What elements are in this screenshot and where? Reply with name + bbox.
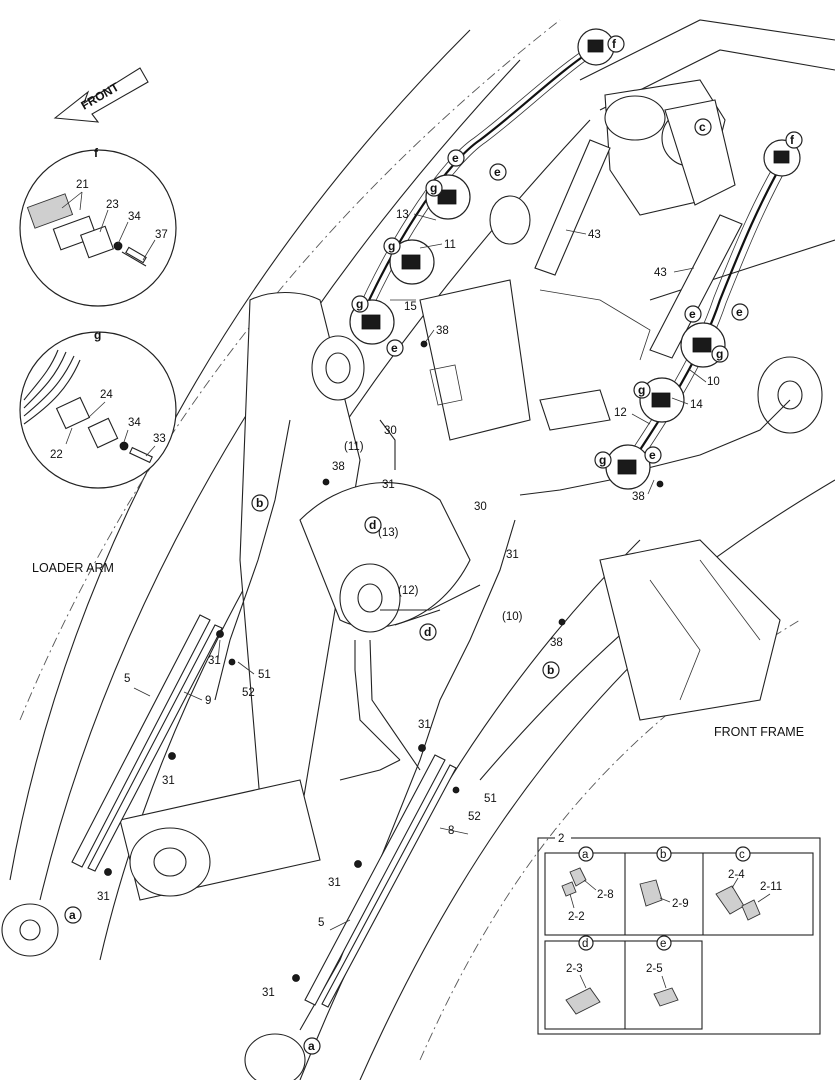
detail-f: f 21 23 34 37 [19, 146, 177, 307]
front-label: FRONT [79, 79, 122, 112]
callout-52-b: 52 [468, 811, 481, 823]
detail-g-part-22: 22 [50, 449, 63, 461]
hose-guards [71, 614, 457, 1008]
ref-e-1: e [452, 151, 459, 165]
callout-31-g: 31 [328, 877, 341, 889]
detail-f-title: f [94, 146, 99, 160]
front-frame-caption: FRONT FRAME [714, 725, 804, 739]
ref-f-right: f [790, 133, 795, 147]
front-direction-arrow: FRONT [53, 67, 149, 123]
ref-g-1: g [430, 181, 437, 195]
ref-b-2: b [547, 663, 554, 677]
fitting-cell-d-part-1: 2-3 [566, 963, 583, 975]
ref-a-1: a [69, 908, 76, 922]
fitting-cell-a-part-2: 2-2 [568, 911, 585, 923]
detail-f-part-34: 34 [128, 211, 141, 223]
reference-circles: f e e g g c f g e e e g g g e b d d b a … [64, 35, 803, 1055]
bolts [104, 340, 664, 982]
ref-g-2: g [388, 239, 395, 253]
ref-g-4: g [716, 347, 723, 361]
ref-d-1: d [369, 518, 376, 532]
callout-43-a: 43 [588, 229, 601, 241]
fitting-cell-d-key: d [582, 938, 588, 950]
callout-12-paren: (12) [398, 585, 419, 597]
callout-11: 11 [444, 239, 456, 251]
callout-31-b: 31 [506, 549, 519, 561]
callout-38-top: 38 [436, 325, 449, 337]
callout-31-f: 31 [418, 719, 431, 731]
callout-43-b: 43 [654, 267, 667, 279]
part-callouts: 13 11 15 38 43 43 10 14 12 38 (11) 30 38… [97, 209, 720, 999]
callout-5-b: 5 [318, 917, 324, 929]
callout-30-a: 30 [384, 425, 397, 437]
fitting-cell-c-part-1: 2-4 [728, 869, 745, 881]
fitting-table-title: 2 [558, 833, 564, 845]
fitting-table: 2 a 2-8 2-2 b 2-9 c 2-4 2-11 d [537, 830, 821, 1035]
callout-30-b: 30 [474, 501, 487, 513]
callout-31-d: 31 [162, 775, 175, 787]
ref-c: c [699, 120, 706, 134]
callout-8: 8 [448, 825, 454, 837]
callout-12: 12 [614, 407, 627, 419]
callout-31-a: 31 [382, 479, 395, 491]
detail-f-part-21: 21 [76, 179, 89, 191]
ref-e-2: e [494, 165, 501, 179]
ref-e-5: e [736, 305, 743, 319]
fitting-cell-e-key: e [660, 938, 666, 950]
callout-13-paren: (13) [378, 527, 399, 539]
callout-31-c: 31 [208, 655, 221, 667]
callout-14: 14 [690, 399, 703, 411]
callout-38-right: 38 [632, 491, 645, 503]
ref-f-top: f [612, 37, 617, 51]
loader-arm-caption: LOADER ARM [32, 561, 114, 575]
fitting-cell-a-part-1: 2-8 [597, 889, 614, 901]
fitting-cell-a-key: a [582, 849, 589, 861]
fitting-cell-c-key: c [739, 849, 745, 861]
callout-11-paren: (11) [344, 441, 364, 453]
detail-g-part-34: 34 [128, 417, 141, 429]
ref-e-6: e [649, 448, 656, 462]
callout-10-paren: (10) [502, 611, 523, 623]
callout-10: 10 [707, 376, 720, 388]
callout-13: 13 [396, 209, 409, 221]
callout-38-mid: 38 [332, 461, 345, 473]
detail-g-part-33: 33 [153, 433, 166, 445]
callout-52-a: 52 [242, 687, 255, 699]
ref-b-1: b [256, 496, 263, 510]
ref-d-2: d [424, 625, 431, 639]
fitting-cell-e-part-1: 2-5 [646, 963, 663, 975]
callout-38-low: 38 [550, 637, 563, 649]
callout-31-e: 31 [97, 891, 110, 903]
fitting-cell-b-part-1: 2-9 [672, 898, 689, 910]
ref-e-3: e [391, 341, 398, 355]
ref-g-3: g [356, 297, 363, 311]
detail-g-part-24: 24 [100, 389, 113, 401]
callout-31-h: 31 [262, 987, 275, 999]
detail-g-title: g [94, 328, 101, 342]
callout-9: 9 [205, 695, 211, 707]
detail-f-part-23: 23 [106, 199, 119, 211]
detail-f-part-37: 37 [155, 229, 168, 241]
fitting-cell-c-part-2: 2-11 [760, 881, 782, 893]
fitting-cell-b-key: b [660, 849, 666, 861]
ref-e-4: e [689, 307, 696, 321]
callout-51-b: 51 [484, 793, 497, 805]
ref-g-6: g [599, 453, 606, 467]
callout-51-a: 51 [258, 669, 271, 681]
loader-frame-structure [1, 19, 835, 1080]
callout-5-a: 5 [124, 673, 130, 685]
detail-g: g 24 34 33 22 [19, 328, 177, 489]
callout-15: 15 [404, 301, 417, 313]
ref-g-5: g [638, 383, 645, 397]
ref-a-2: a [308, 1039, 315, 1053]
